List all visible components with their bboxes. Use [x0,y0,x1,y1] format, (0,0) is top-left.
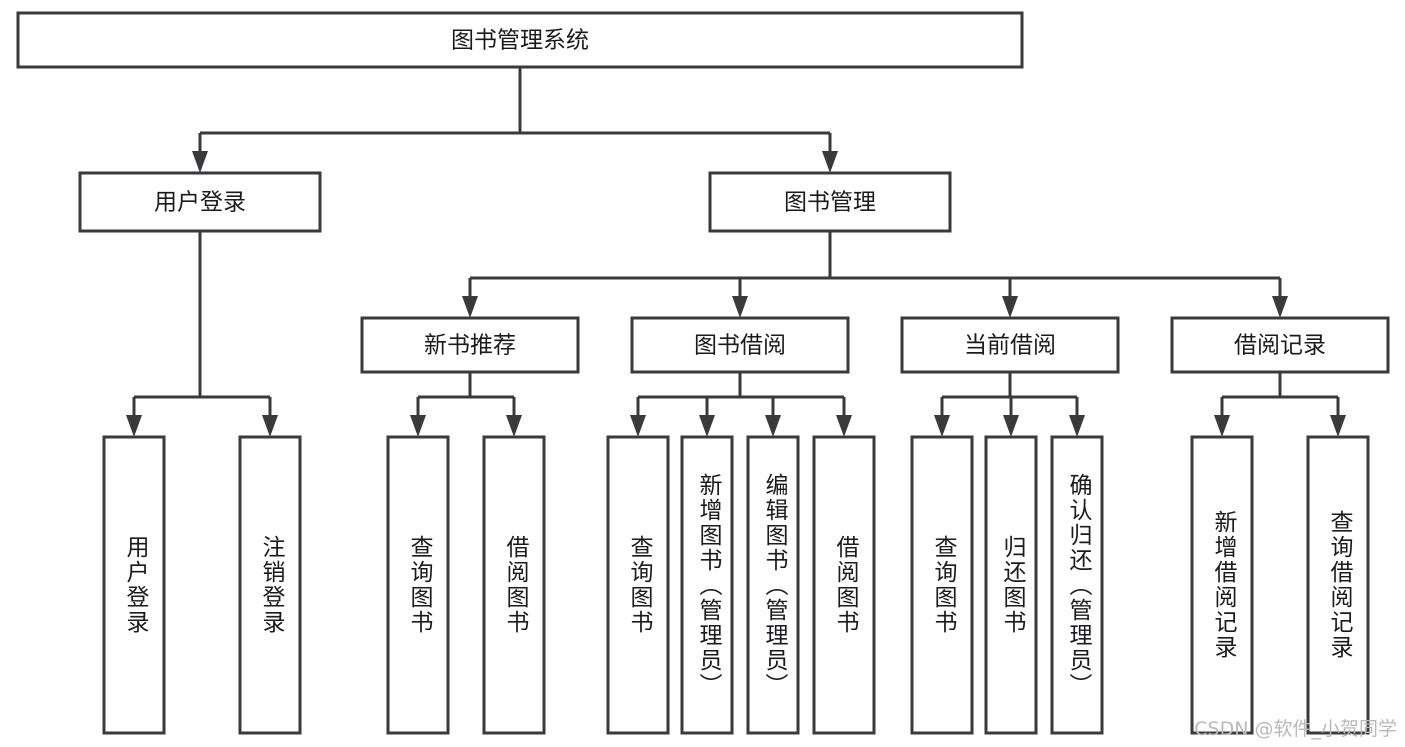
node-label: 图书管理系统 [451,28,589,54]
node-label: 图书管理 [784,190,876,216]
node-box [1170,316,1390,374]
node-box [900,316,1120,374]
node-box [984,435,1038,735]
node-leaf-user-login[interactable] [102,435,166,735]
node-box [606,435,670,735]
node-leaf-borrow-edit-book[interactable] [746,435,800,735]
node-l2-book-mgmt[interactable]: 图书管理 [708,171,952,233]
node-box [1050,435,1104,735]
node-box [1306,435,1370,735]
node-leaf-cur-confirm-return[interactable] [1050,435,1104,735]
node-label: 图书借阅 [694,333,786,359]
node-l3-book-borrow[interactable]: 图书借阅 [630,316,850,374]
node-l3-borrow-record[interactable]: 借阅记录 [1170,316,1390,374]
node-box [386,435,450,735]
node-leaf-rec-query-book[interactable] [386,435,450,735]
node-leaf-cur-return-book[interactable] [984,435,1038,735]
node-leaf-borrow-query-book[interactable] [606,435,670,735]
node-box [910,435,974,735]
node-label: 用户登录 [154,190,246,216]
node-l2-user-login[interactable]: 用户登录 [78,171,322,233]
node-box [746,435,800,735]
node-box [360,316,580,374]
node-root[interactable]: 图书管理系统 [16,11,1024,69]
node-leaf-borrow-add-book[interactable] [680,435,734,735]
node-box [102,435,166,735]
node-box [238,435,302,735]
node-leaf-cur-query-book[interactable] [910,435,974,735]
node-box [78,171,322,233]
node-l3-current-borrow[interactable]: 当前借阅 [900,316,1120,374]
node-leaf-user-logout[interactable] [238,435,302,735]
node-box [708,171,952,233]
node-label: 当前借阅 [964,333,1056,359]
node-label: 借阅记录 [1234,333,1326,359]
node-l3-new-book-rec[interactable]: 新书推荐 [360,316,580,374]
node-label: 新书推荐 [424,333,516,359]
node-box [1190,435,1254,735]
node-leaf-rec-borrow-book[interactable] [482,435,546,735]
node-leaf-rec-query-record[interactable] [1306,435,1370,735]
node-box [16,11,1024,69]
node-leaf-borrow-lend-book[interactable] [812,435,876,735]
node-box [680,435,734,735]
node-leaf-rec-add-record[interactable] [1190,435,1254,735]
node-box [482,435,546,735]
node-box [630,316,850,374]
node-box [812,435,876,735]
